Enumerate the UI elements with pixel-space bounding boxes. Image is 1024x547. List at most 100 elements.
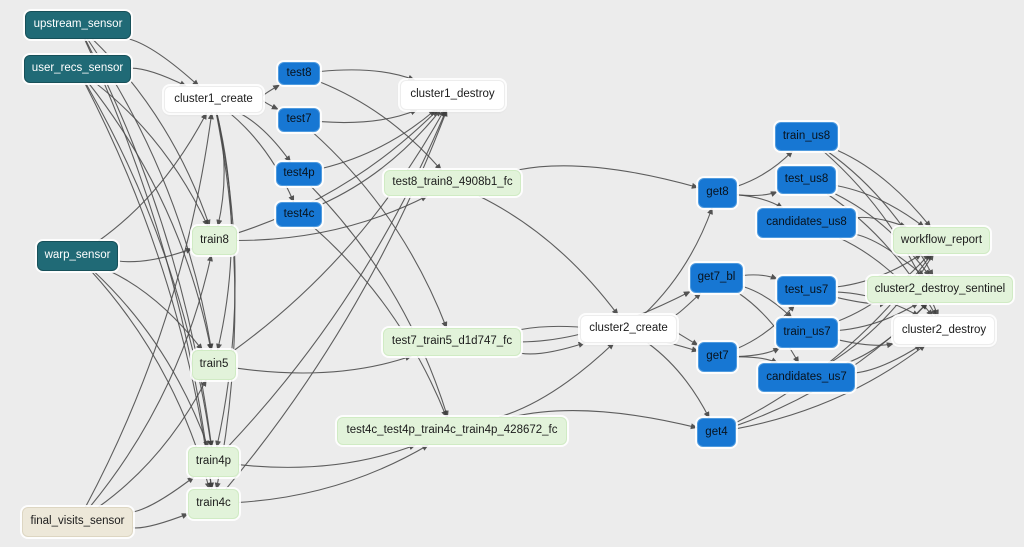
task-node-label: test_us7 xyxy=(784,283,829,296)
task-node-label: test4c xyxy=(283,207,315,220)
task-node-label: test4c_test4p_train4c_train4p_428672_fc xyxy=(346,424,558,437)
edge-cluster1-create-to-train4c xyxy=(214,112,236,490)
edge-candidates-us7-to-workflow-report xyxy=(829,253,934,364)
task-node-get4[interactable]: get4 xyxy=(697,418,736,447)
edge-train4c-to-cluster1-destroy xyxy=(225,109,448,490)
task-node-user-recs-sensor[interactable]: user_recs_sensor xyxy=(24,55,131,83)
task-node-label: train5 xyxy=(199,358,229,371)
edge-train8-to-test8-train8-4908b1-fc xyxy=(236,195,428,242)
task-node-train4p[interactable]: train4p xyxy=(188,447,239,477)
task-node-label: test8 xyxy=(286,66,312,79)
task-node-label: get7_bl xyxy=(697,271,736,284)
task-node-label: candidates_us8 xyxy=(766,216,847,229)
task-node-candidates-us8[interactable]: candidates_us8 xyxy=(757,208,856,238)
edge-final-visits-sensor-to-train8 xyxy=(89,254,213,508)
task-node-label: test7 xyxy=(286,113,312,126)
edge-test7-to-cluster1-destroy xyxy=(319,109,418,124)
edge-upstream-sensor-to-cluster1-create xyxy=(129,38,200,87)
edge-cluster1-create-to-test7 xyxy=(261,98,279,110)
edge-train4p-to-test4c-test4p-train4c-train4p-428672-fc xyxy=(238,444,417,468)
task-node-train-us7[interactable]: train_us7 xyxy=(776,318,838,348)
task-node-label: warp_sensor xyxy=(44,249,111,262)
task-node-cluster1-destroy[interactable]: cluster1_destroy xyxy=(400,80,505,110)
task-node-cluster1-create[interactable]: cluster1_create xyxy=(164,86,263,113)
task-node-label: cluster2_destroy xyxy=(901,323,987,336)
task-node-train4c[interactable]: train4c xyxy=(188,489,239,519)
task-node-get8[interactable]: get8 xyxy=(698,178,737,208)
task-node-workflow-report[interactable]: workflow_report xyxy=(893,227,990,254)
edge-train4c-to-test4c-test4p-train4c-train4p-428672-fc xyxy=(238,444,429,503)
task-node-label: get8 xyxy=(706,186,729,199)
task-node-test-us7[interactable]: test_us7 xyxy=(777,276,836,305)
edge-test4p-to-cluster1-destroy xyxy=(321,109,436,169)
task-node-cluster2-create[interactable]: cluster2_create xyxy=(580,315,677,343)
edge-cluster2-create-to-get7-bl xyxy=(675,292,702,316)
task-node-label: train_us7 xyxy=(783,326,831,339)
task-node-test7[interactable]: test7 xyxy=(278,108,320,132)
task-node-label: final_visits_sensor xyxy=(30,515,125,528)
task-node-upstream-sensor[interactable]: upstream_sensor xyxy=(25,11,131,39)
task-node-label: cluster2_destroy_sentinel xyxy=(874,282,1006,295)
task-node-test4c[interactable]: test4c xyxy=(276,202,322,227)
task-node-label: cluster1_destroy xyxy=(410,88,495,101)
task-node-cluster2-destroy-sentinel[interactable]: cluster2_destroy_sentinel xyxy=(867,276,1013,303)
task-node-warp-sensor[interactable]: warp_sensor xyxy=(37,241,118,271)
task-node-train5[interactable]: train5 xyxy=(192,350,236,380)
edge-final-visits-sensor-to-train5 xyxy=(98,379,207,508)
edge-cluster1-create-to-test4p xyxy=(239,112,291,163)
edge-warp-sensor-to-train8 xyxy=(117,247,193,263)
edge-get4-to-cluster2-destroy xyxy=(735,344,926,430)
edge-user-recs-sensor-to-train5 xyxy=(88,82,213,351)
edge-candidates-us8-to-cluster2-destroy-sentinel xyxy=(855,233,925,277)
edge-test8-train8-4908b1-fc-to-cluster2-create xyxy=(478,195,619,316)
edge-cluster2-create-to-get7 xyxy=(676,331,699,346)
edge-user-recs-sensor-to-cluster1-create xyxy=(130,67,187,87)
edge-test8-to-cluster1-destroy xyxy=(319,69,416,81)
edge-candidates-us8-to-workflow-report xyxy=(855,216,907,228)
edge-test4c-to-cluster1-destroy xyxy=(321,109,441,205)
edge-train8-to-cluster1-destroy xyxy=(236,109,439,234)
task-node-label: user_recs_sensor xyxy=(31,62,124,75)
edge-cluster2-create-to-get8 xyxy=(643,207,713,316)
edge-test-us8-to-workflow-report xyxy=(835,184,925,228)
task-node-cluster2-destroy[interactable]: cluster2_destroy xyxy=(893,316,995,345)
task-node-label: get7 xyxy=(706,350,729,363)
task-node-label: train4c xyxy=(196,497,231,510)
edge-test4c-test4p-train4c-train4p-428672-fc-to-get4 xyxy=(511,410,698,430)
task-node-test8-train8-4908b1-fc[interactable]: test8_train8_4908b1_fc xyxy=(384,170,521,196)
task-node-label: get4 xyxy=(705,425,728,438)
edge-train-us7-to-cluster2-destroy xyxy=(837,339,894,349)
edge-upstream-sensor-to-train4p xyxy=(84,38,214,448)
task-node-test8[interactable]: test8 xyxy=(278,62,320,85)
edge-get7-bl-to-candidates-us7 xyxy=(738,292,800,364)
edge-test4c-to-test4c-test4p-train4c-train4p-428672-fc xyxy=(312,226,447,418)
task-node-train-us8[interactable]: train_us8 xyxy=(775,122,838,151)
edge-train5-to-test7-train5-d1d747-fc xyxy=(235,355,413,374)
task-node-get7[interactable]: get7 xyxy=(698,342,737,372)
edge-get8-to-train-us8 xyxy=(736,150,794,187)
task-node-label: test7_train5_d1d747_fc xyxy=(391,335,513,348)
task-node-final-visits-sensor[interactable]: final_visits_sensor xyxy=(22,507,133,537)
task-node-test4c-test4p-train4c-train4p-428672-fc[interactable]: test4c_test4p_train4c_train4p_428672_fc xyxy=(337,417,567,445)
task-node-label: candidates_us7 xyxy=(766,370,847,383)
edge-cluster1-create-to-test4c xyxy=(229,112,295,203)
task-node-candidates-us7[interactable]: candidates_us7 xyxy=(758,363,855,392)
edge-test8-to-test8-train8-4908b1-fc xyxy=(319,81,442,171)
task-node-train8[interactable]: train8 xyxy=(192,226,237,255)
task-node-test4p[interactable]: test4p xyxy=(276,162,322,186)
task-node-test-us8[interactable]: test_us8 xyxy=(777,166,836,194)
edge-train-us8-to-workflow-report xyxy=(837,150,932,228)
task-node-get7-bl[interactable]: get7_bl xyxy=(690,263,743,293)
edge-cluster1-create-to-test8 xyxy=(261,84,281,98)
edge-get8-to-candidates-us8 xyxy=(736,194,784,209)
edge-get7-to-train-us7 xyxy=(736,347,781,358)
edge-cluster1-create-to-train4p xyxy=(215,112,236,448)
edge-warp-sensor-to-train4p xyxy=(93,270,209,448)
task-node-label: cluster1_create xyxy=(174,92,253,105)
edge-get7-bl-to-test-us7 xyxy=(742,273,778,280)
edge-warp-sensor-to-cluster1-create xyxy=(98,112,207,242)
task-node-test7-train5-d1d747-fc[interactable]: test7_train5_d1d747_fc xyxy=(383,328,521,356)
edge-final-visits-sensor-to-train4c xyxy=(132,513,189,529)
